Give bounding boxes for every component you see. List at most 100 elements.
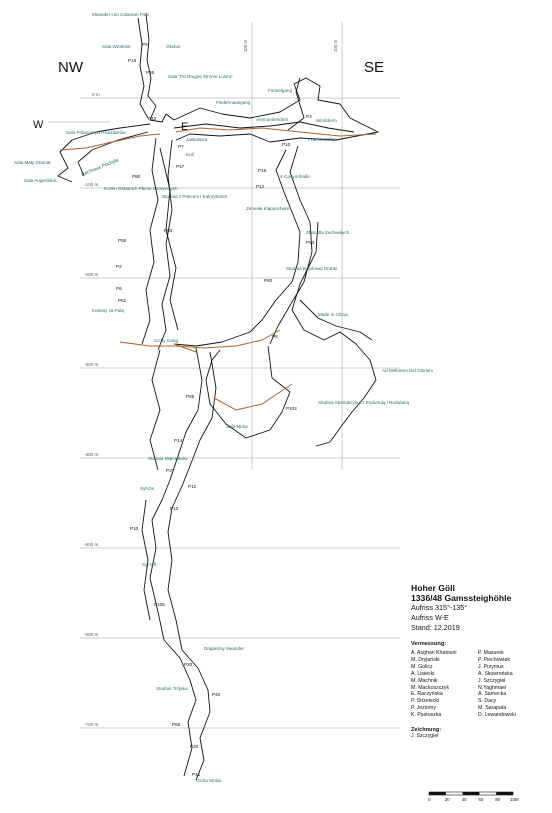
depth-label-300: -300 m — [84, 362, 98, 367]
place-label: Sala Wtorków — [102, 44, 131, 49]
place-label: Sala Połamanych Hacbłoków — [66, 130, 126, 135]
pitch-label: P65 — [186, 394, 195, 399]
place-label: Studnia Mięczaków — [148, 456, 188, 461]
drawing-author: J. Szczygieł — [411, 733, 439, 740]
depth-labels: 0 m -100 m -200 m -300 m -400 m -500 m -… — [84, 39, 338, 727]
place-label: Koniin Ostatnich Płęctu Spotywnych — [104, 186, 178, 191]
scale-tick-label: 20 — [445, 797, 450, 802]
pitch-label: P37 — [166, 468, 175, 473]
pitch-label: P15 — [128, 58, 137, 63]
scale-tick-label: 40 — [462, 797, 467, 802]
legend-subtitle: 1336/48 Gamssteighöhle — [411, 593, 512, 603]
scale-tick-labels: 020406080100m — [428, 797, 519, 802]
place-label: Cicha Woda — [196, 778, 221, 783]
gallery-label-rotated: Bachowa Pochyła — [81, 157, 120, 178]
pitch-label: P60 — [264, 278, 273, 283]
direction-se: SE — [364, 59, 384, 76]
surveyor-name: P. Strzelecki — [411, 698, 440, 705]
place-label: Ad Meliorem Del Glorism — [382, 368, 433, 373]
pitch-label: P40 — [212, 692, 221, 697]
place-label: Studnia z Pekcem i Kalorytorem — [162, 194, 228, 199]
surveyor-name: P. Piechowiak — [478, 656, 510, 663]
place-label: Ammonitendom — [256, 117, 288, 122]
pitch-label: P6 — [116, 286, 122, 291]
pitch-label: P53 — [306, 240, 315, 245]
legend-line-2: Aufriss W-E — [411, 613, 449, 622]
place-label: Jaskowica — [186, 137, 208, 142]
surveyor-name: E. Raczyńska — [411, 691, 443, 698]
pitch-labels: P9 P15 P35 P43 P3 P10 P7 P16 P12 P47 P80… — [116, 42, 315, 777]
depth-label-500: -500 m — [84, 542, 98, 547]
horizontal-label-100-left: 100 m — [243, 39, 248, 52]
cave-passages — [57, 13, 379, 781]
place-label: Prachtsstollen — [308, 137, 337, 142]
place-label: Studnia Abstrakcyjna z Podurtulą i Rozwi… — [318, 400, 410, 405]
pitch-label: P10 — [282, 142, 291, 147]
place-label: Syf-On — [140, 486, 155, 491]
depth-label-0: 0 m — [92, 92, 100, 97]
pitch-label: P58 — [172, 722, 181, 727]
pitch-label: P80 — [132, 174, 141, 179]
depth-label-400: -400 m — [84, 452, 98, 457]
place-label: Sala Augenblick — [24, 178, 57, 183]
drawing-heading: Zeichnung: — [411, 727, 442, 734]
pitch-label: P12 — [188, 484, 197, 489]
place-label: Made in China — [318, 312, 348, 317]
pitch-label: P52 — [118, 298, 127, 303]
surveyor-name: M. Mackoszczyk — [411, 684, 450, 691]
scale-tick-label: 80 — [495, 797, 500, 802]
gallery-lines — [59, 127, 377, 411]
surveyor-name: A. Asghari Khatouni — [411, 650, 457, 656]
direction-w: W — [33, 119, 44, 131]
surveyor-name: S. Dacy — [478, 698, 497, 705]
place-label: Złoto dla Zuchwałych — [306, 230, 350, 235]
pitch-label: P47 — [176, 164, 185, 169]
depth-label-200: -200 m — [84, 272, 98, 277]
pitch-label: P35 — [146, 70, 155, 75]
direction-nw: NW — [58, 59, 84, 76]
place-label: Syf-Off — [142, 562, 157, 567]
legend-line-3: Stand: 12.2019 — [411, 623, 460, 632]
horizontal-label-100-right: 100 m — [333, 39, 338, 52]
scale-bar: 020406080100m — [428, 791, 519, 802]
pitch-label: P14 — [174, 438, 183, 443]
place-label: Okulus — [166, 44, 181, 49]
place-label: Zerwała Klappschere — [246, 206, 290, 211]
pitch-label: P83 — [164, 228, 173, 233]
place-label: Windderm — [316, 118, 337, 123]
pitch-label: P103 — [286, 406, 297, 411]
place-label: Studnia Trójska — [156, 686, 188, 691]
place-label: Fledermausgang — [216, 100, 251, 105]
place-label: Studnia Bojolowej Drobki — [286, 266, 337, 271]
place-label: Meander con Calamari Fritti — [92, 12, 149, 17]
surveyor-name: P. Jeziorny — [411, 705, 436, 712]
pitch-label: P55 — [118, 238, 127, 243]
depth-grid — [48, 22, 400, 729]
legend-title: Hoher Göll — [411, 583, 455, 593]
pitch-label: P2 — [116, 264, 122, 269]
pitch-label: P41 — [192, 772, 201, 777]
pitch-label: P43 — [148, 116, 157, 121]
surveyors-heading: Vermessung: — [411, 641, 447, 647]
surveyor-name: N.Yaghmaei — [478, 684, 507, 691]
pitch-label: P9 — [142, 42, 148, 47]
place-label: Sala Mały Dramat — [14, 160, 51, 165]
pitch-label: P30 — [190, 744, 199, 749]
place-label: Sala Mirka — [226, 424, 248, 429]
surveyor-name: M. Machnik — [411, 677, 438, 684]
pitch-label: P8 — [272, 334, 278, 339]
pitch-label: P3 — [306, 114, 312, 119]
scale-tick-label: 0 — [428, 797, 431, 802]
surveyor-name: A. Sarnecka — [478, 691, 507, 698]
surveyor-name: M. Golicz — [411, 663, 433, 670]
surveyor-name: P. Mazurek — [478, 650, 504, 656]
pitch-label: P20 — [184, 662, 193, 667]
surveyor-name: D. Lewandowski — [478, 712, 516, 719]
surveyor-name: M. Dryjański — [411, 656, 440, 663]
surveyor-name: J. Przymus — [478, 663, 504, 670]
depth-label-600: -600 m — [84, 632, 98, 637]
surveyor-name: A. Skowrońska — [478, 670, 513, 677]
